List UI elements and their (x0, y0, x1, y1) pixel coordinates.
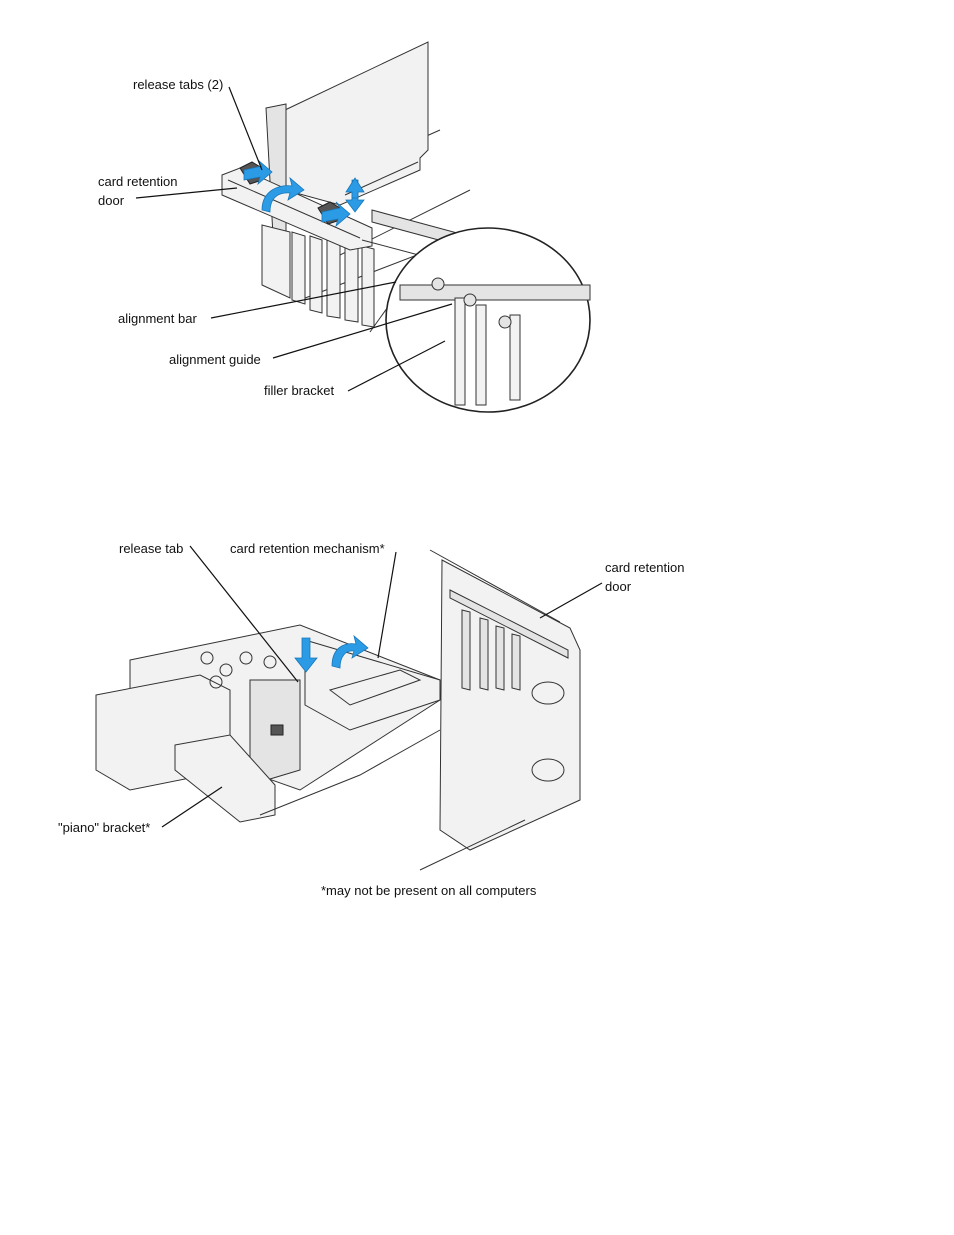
rotate-arrow (261, 176, 305, 213)
piano-bracket-shape (174, 734, 276, 823)
mechanism-opening (328, 669, 422, 706)
press-arrow-right (321, 201, 351, 228)
rotate-arrow-fig2 (331, 634, 369, 669)
latch (270, 724, 284, 736)
label-card-retention-door-line1-fig2: card retention (605, 560, 685, 575)
diagram-card-retention-mechanism: release tab card retention mechanism* ca… (58, 541, 685, 898)
card-slots (461, 609, 521, 691)
retention-door-rail (449, 589, 569, 659)
label-alignment-guide: alignment guide (169, 352, 261, 367)
label-release-tabs: release tabs (2) (133, 77, 223, 92)
leader-lines-fig2 (161, 545, 603, 828)
lift-arrow-up (345, 177, 365, 199)
motion-arrows (243, 159, 365, 228)
chassis-edges (419, 549, 561, 871)
chassis-hole-1 (531, 681, 565, 705)
label-card-retention-door-line2: door (98, 193, 125, 208)
chassis-side-panel (439, 559, 581, 851)
zoom-guide-3 (498, 315, 512, 329)
chassis-hole-2 (531, 758, 565, 782)
zoom-alignment-bar (399, 284, 591, 301)
filler-brackets (261, 224, 375, 328)
label-release-tab: release tab (119, 541, 183, 556)
press-arrow (294, 637, 318, 673)
zoom-guide-2 (463, 293, 477, 307)
figure-card-retention-mechanism: release tab card retention mechanism* ca… (0, 530, 954, 920)
label-card-retention-mechanism: card retention mechanism* (230, 541, 385, 556)
press-arrow-left (243, 159, 273, 186)
diagram-card-retention-door: release tabs (2) card retention door ali… (98, 41, 591, 413)
leader-lines-fig1 (135, 86, 453, 392)
label-card-retention-door-line2-fig2: door (605, 579, 632, 594)
zoom-guide-1 (431, 277, 445, 291)
zoom-circle (385, 227, 591, 413)
mechanism-knobs (200, 651, 277, 689)
figure-card-retention-door: release tabs (2) card retention door ali… (0, 0, 954, 440)
footnote: *may not be present on all computers (321, 883, 537, 898)
label-alignment-bar: alignment bar (118, 311, 197, 326)
zoom-filler-brackets (454, 297, 521, 406)
floor-edge (259, 729, 441, 816)
magnified-detail (361, 227, 591, 413)
label-card-retention-door-line1: card retention (98, 174, 178, 189)
motion-arrows-fig2 (294, 634, 369, 673)
door-ridge (227, 179, 361, 239)
label-filler-bracket: filler bracket (264, 383, 334, 398)
label-piano-bracket: "piano" bracket* (58, 820, 150, 835)
